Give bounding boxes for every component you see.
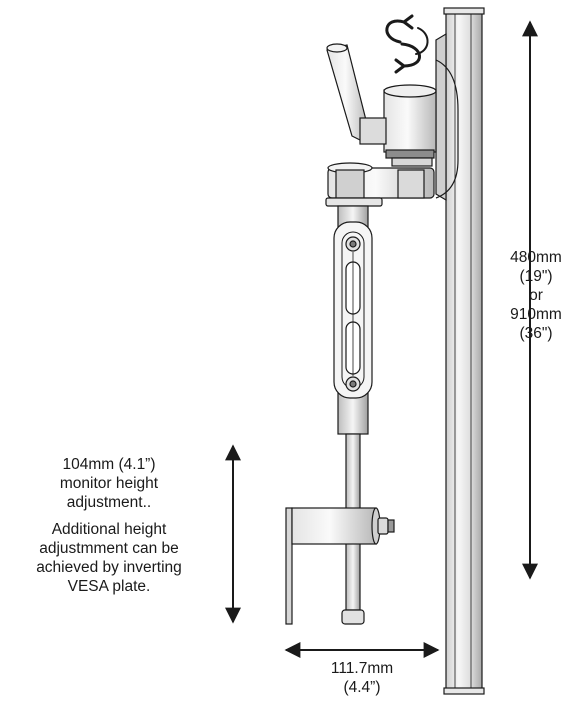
rail-length-line: (36") [519, 325, 553, 342]
rail-length-line: 910mm [510, 306, 562, 323]
tilt-lever [326, 43, 387, 145]
height-heading-line: adjustment.. [66, 494, 152, 511]
width-label: 111.7mm (4.4”) [322, 659, 402, 697]
upper-hinge-block [383, 84, 437, 167]
height-note-line: achieved by inverting [36, 559, 182, 576]
height-heading-line: 104mm (4.1”) [62, 456, 156, 473]
rail-length-label: 480mm (19") or 910mm (36") [500, 248, 572, 343]
width-line: (4.4”) [343, 679, 381, 696]
horizontal-arm [325, 162, 435, 207]
upper-pole [333, 205, 373, 435]
height-adjustment-label: 104mm (4.1”) monitor height adjustment..… [14, 455, 204, 596]
pole-clamp [285, 507, 395, 625]
spacer [14, 512, 204, 520]
rotate-arrows-icon [385, 14, 429, 74]
height-note-line: adjustmment can be [39, 540, 179, 557]
wall-rail [443, 7, 485, 695]
height-note-line: VESA plate. [67, 578, 151, 595]
height-note-line: Additional height [51, 521, 167, 538]
rail-length-line: or [529, 287, 543, 304]
rail-length-line: (19") [519, 268, 553, 285]
width-line: 111.7mm [330, 660, 394, 677]
rail-length-line: 480mm [510, 249, 562, 266]
height-heading-line: monitor height [59, 475, 159, 492]
